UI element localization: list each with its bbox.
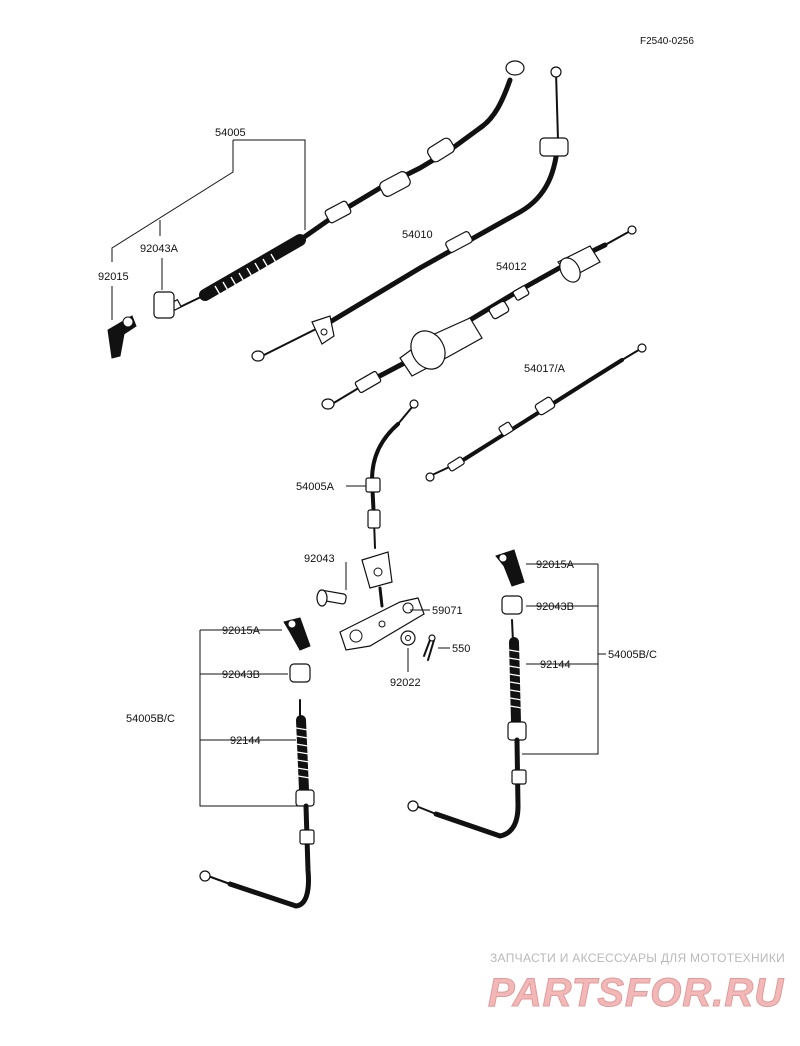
label-59071: 59071 bbox=[432, 605, 463, 617]
cable-54012 bbox=[321, 225, 637, 410]
label-92144-right: 92144 bbox=[540, 659, 571, 671]
label-54010: 54010 bbox=[402, 229, 433, 241]
label-54005BC-left: 54005B/C bbox=[126, 713, 175, 725]
label-92043A: 92043A bbox=[140, 243, 179, 255]
sleeve-92043A bbox=[153, 291, 175, 319]
cotter-pin-550 bbox=[423, 639, 435, 661]
cable-54005 bbox=[107, 60, 525, 359]
label-92043: 92043 bbox=[304, 553, 335, 565]
label-92043B-left: 92043B bbox=[222, 669, 260, 681]
cable-54005A bbox=[365, 399, 419, 549]
watermark-subtitle: ЗАПЧАСТИ И АКСЕССУАРЫ ДЛЯ МОТОТЕХНИКИ bbox=[490, 951, 785, 965]
label-54005A: 54005A bbox=[296, 481, 335, 493]
label-92015A-right: 92015A bbox=[536, 559, 575, 571]
label-54005BC-right: 54005B/C bbox=[608, 649, 657, 661]
cable-54005BC-right bbox=[407, 549, 527, 839]
bracket-assembly bbox=[316, 551, 436, 661]
cable-54017A bbox=[425, 343, 647, 482]
cable-54010 bbox=[251, 66, 569, 362]
label-92043B-right: 92043B bbox=[536, 601, 574, 613]
label-92015A-left: 92015A bbox=[222, 625, 261, 637]
cable-54005BC-left bbox=[199, 617, 315, 909]
sleeve-92043B-left bbox=[289, 663, 311, 683]
sleeve-92043B-right bbox=[501, 595, 523, 615]
label-92144-left: 92144 bbox=[230, 735, 261, 747]
label-54017A: 54017/A bbox=[524, 363, 566, 375]
label-550: 550 bbox=[452, 643, 470, 655]
figure-code: F2540-0256 bbox=[640, 36, 694, 47]
watermark-logo: PARTSFOR.RU bbox=[488, 971, 784, 1015]
label-54005: 54005 bbox=[215, 127, 246, 139]
label-54012: 54012 bbox=[496, 261, 527, 273]
label-92022: 92022 bbox=[390, 677, 421, 689]
label-92015: 92015 bbox=[98, 271, 129, 283]
